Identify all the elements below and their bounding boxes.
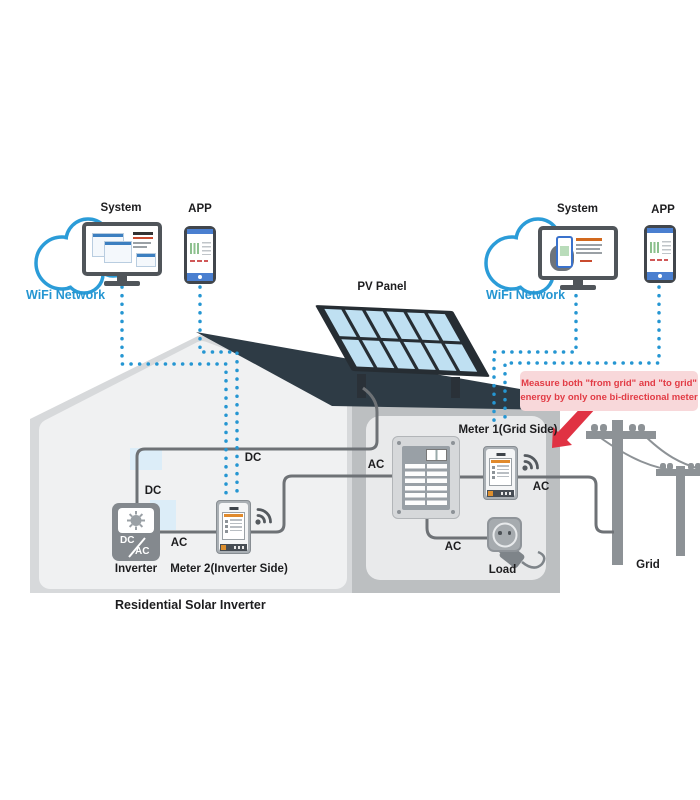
- label-meter1: Meter 1(Grid Side): [458, 424, 558, 436]
- phone-home-button: [198, 275, 202, 279]
- phone-text-red: [190, 260, 208, 262]
- meter-display: [222, 512, 245, 540]
- screen-text: [133, 242, 151, 244]
- label-grid: Grid: [636, 559, 660, 571]
- pv-leg: [357, 374, 366, 398]
- meter1-device: [483, 446, 518, 500]
- pv-panel: [315, 305, 490, 377]
- pv-leg: [451, 377, 460, 398]
- house-inner-room: [39, 341, 347, 589]
- label-pv-panel: PV Panel: [357, 281, 407, 293]
- meter-readout: [487, 490, 514, 497]
- grid-wires: [593, 432, 700, 472]
- phone-chart: [190, 243, 199, 254]
- screen-text: [576, 248, 600, 250]
- screen-text: [133, 246, 147, 248]
- screen-logo: [576, 238, 602, 241]
- annotation-line1: Measure both "from grid" and "to grid": [521, 378, 697, 390]
- wifi-signal-icon: [520, 450, 544, 472]
- meter2-device: [216, 500, 251, 554]
- label-ac-inverter: AC: [170, 537, 188, 549]
- label-meter2: Meter 2(Inverter Side): [170, 563, 288, 575]
- wire-meter2-panel: [248, 474, 393, 534]
- wiring: [135, 386, 614, 540]
- label-dc-roof: DC: [244, 452, 262, 464]
- meter-speaker: [229, 507, 238, 510]
- phone-statusbar: [647, 228, 673, 233]
- meter-display: [489, 458, 512, 486]
- phone-text: [202, 242, 211, 255]
- sun-icon: [127, 511, 145, 530]
- label-system-left: System: [100, 202, 142, 214]
- label-inverter: Inverter: [114, 563, 158, 575]
- label-system-right: System: [557, 203, 598, 215]
- dashboard-window: [136, 253, 156, 267]
- label-ac-panel: AC: [367, 459, 385, 471]
- callout-arrow: [552, 400, 596, 448]
- dashboard-window: [104, 241, 132, 263]
- breaker-panel: [392, 436, 460, 519]
- wire-panel-grid: [457, 475, 614, 534]
- inverter-device: DC AC: [112, 503, 160, 561]
- outlet-hole: [498, 531, 502, 535]
- phone-left: [184, 226, 216, 284]
- wifi-signal-icon: [253, 504, 277, 526]
- label-wifi-left: WiFi Network: [26, 288, 106, 302]
- screen-text: [576, 252, 602, 254]
- label-dc-inverter: DC: [144, 485, 162, 497]
- label-load: Load: [488, 564, 517, 576]
- monitor-stand: [117, 272, 127, 281]
- phone-right: [644, 225, 676, 283]
- phone-statusbar: [187, 229, 213, 234]
- monitor-right: [538, 226, 618, 290]
- monitor-base: [560, 285, 596, 290]
- breaker-column: [427, 464, 447, 508]
- phone-text: [662, 241, 671, 254]
- phone-illustration: [556, 236, 573, 268]
- label-ac-grid: AC: [532, 481, 550, 493]
- label-wifi-right: WiFi Network: [486, 288, 566, 302]
- load-outlet: [487, 517, 522, 552]
- outlet-hole: [507, 531, 511, 535]
- inverter-sun-window: [118, 508, 154, 533]
- label-ac-load: AC: [444, 541, 462, 553]
- meter-speaker: [496, 453, 505, 456]
- meter-readout: [220, 544, 247, 551]
- phone-home-button: [658, 274, 662, 278]
- dc-ac-slash: [128, 537, 146, 558]
- inverter-dc-text: DC: [120, 535, 135, 546]
- screen-text-red: [580, 260, 592, 262]
- screen-logo: [133, 232, 153, 235]
- utility-poles: [586, 420, 700, 565]
- annotation-box: Measure both "from grid" and "to grid" e…: [520, 371, 698, 411]
- label-app-right: APP: [651, 204, 675, 216]
- diagram-caption: Residential Solar Inverter: [115, 598, 266, 612]
- phone-text-red: [650, 259, 668, 261]
- outlet-face: [492, 522, 517, 547]
- annotation-line2: energy by only one bi-directional meter: [520, 392, 698, 403]
- screen-logo: [133, 237, 153, 239]
- breaker-column: [405, 464, 425, 508]
- screen-text: [576, 244, 602, 246]
- link-system-left: [120, 285, 228, 495]
- monitor-base: [104, 281, 140, 286]
- monitor-left: [82, 222, 162, 286]
- window: [130, 448, 162, 470]
- main-switch: [426, 449, 447, 461]
- link-app-left: [198, 285, 239, 495]
- wifi-links: [120, 285, 661, 495]
- wire-panel-load: [425, 515, 489, 540]
- wire-dc: [135, 386, 379, 503]
- label-app-left: APP: [188, 203, 212, 215]
- monitor-stand: [573, 276, 583, 285]
- breaker-inner: [402, 446, 450, 510]
- inverter-ac-text: AC: [135, 546, 150, 557]
- phone-chart: [650, 242, 659, 253]
